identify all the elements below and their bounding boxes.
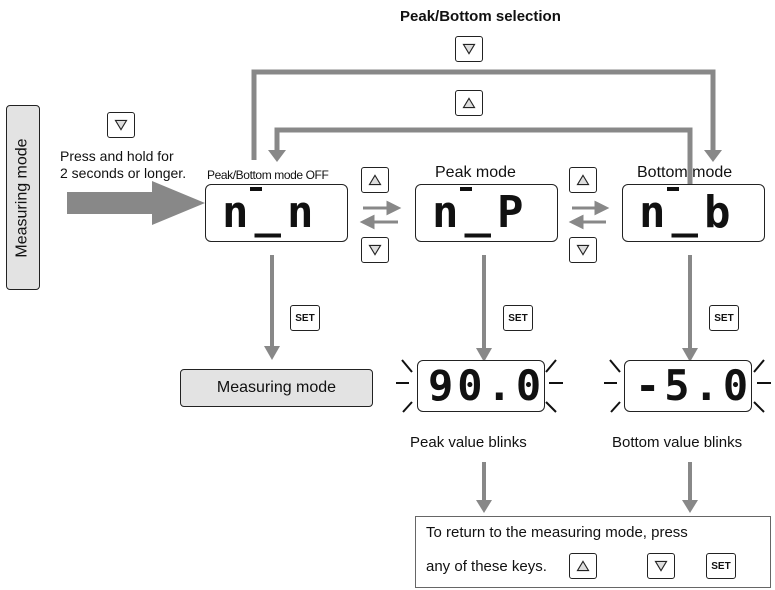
triangle-down-icon xyxy=(654,560,668,572)
measuring-mode-side-label: Measuring mode xyxy=(6,105,40,290)
down-key-peak-bottom[interactable] xyxy=(569,237,597,263)
mode-peak-label: Peak mode xyxy=(435,164,516,181)
triangle-up-icon xyxy=(576,174,590,186)
triangle-up-icon xyxy=(462,97,476,109)
down-key-top[interactable] xyxy=(455,36,483,62)
peak-blinks-label: Peak value blinks xyxy=(410,434,527,451)
display-off: n_n xyxy=(205,184,348,242)
return-note-line2: any of these keys. xyxy=(426,558,547,575)
measuring-mode-result: Measuring mode xyxy=(180,369,373,407)
down-key-entry[interactable] xyxy=(107,112,135,138)
mode-bottom-label: Bottom mode xyxy=(637,164,733,181)
down-key-return[interactable] xyxy=(647,553,675,579)
up-loop-line xyxy=(274,127,693,188)
down-key-off-peak[interactable] xyxy=(361,237,389,263)
entry-arrow xyxy=(67,181,205,225)
set-key-peak[interactable]: SET xyxy=(503,305,533,331)
down-loop-line xyxy=(251,69,716,160)
up-key-peak-bottom[interactable] xyxy=(569,167,597,193)
triangle-down-icon xyxy=(462,43,476,55)
triangle-down-icon xyxy=(368,244,382,256)
triangle-down-icon xyxy=(576,244,590,256)
triangle-down-icon xyxy=(114,119,128,131)
display-peak-value: 90.0 xyxy=(417,360,545,412)
return-note-line1: To return to the measuring mode, press xyxy=(426,524,688,541)
set-key-off[interactable]: SET xyxy=(290,305,320,331)
display-bottom-value: -5.0 xyxy=(624,360,752,412)
set-key-return[interactable]: SET xyxy=(706,553,736,579)
up-key-return[interactable] xyxy=(569,553,597,579)
display-bottom: n_b xyxy=(622,184,765,242)
diagram-title: Peak/Bottom selection xyxy=(400,8,561,25)
press-hold-line2: 2 seconds or longer. xyxy=(60,165,187,181)
display-peak: n_P xyxy=(415,184,558,242)
press-hold-line1: Press and hold for xyxy=(60,148,174,164)
up-key-top[interactable] xyxy=(455,90,483,116)
mode-off-label: Peak/Bottom mode OFF xyxy=(207,168,329,182)
up-key-off-peak[interactable] xyxy=(361,167,389,193)
triangle-up-icon xyxy=(368,174,382,186)
bottom-blinks-label: Bottom value blinks xyxy=(612,434,743,451)
triangle-up-icon xyxy=(576,560,590,572)
set-key-bottom[interactable]: SET xyxy=(709,305,739,331)
